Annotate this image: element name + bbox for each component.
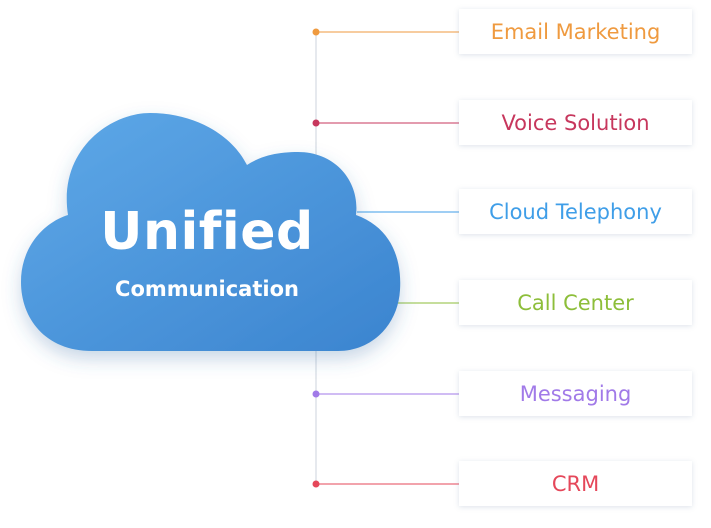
connectors xyxy=(312,28,459,488)
service-call-center-box[interactable]: Call Center xyxy=(459,280,692,325)
service-cloud-telephony-label: Cloud Telephony xyxy=(489,199,662,224)
service-cloud-telephony-box[interactable]: Cloud Telephony xyxy=(459,189,692,234)
cloud-shape xyxy=(21,113,401,351)
connector-dot-voice-solution xyxy=(312,119,320,127)
service-messaging-box[interactable]: Messaging xyxy=(459,371,692,416)
connector-dot-email-marketing xyxy=(312,28,320,36)
cloud-title: Unified xyxy=(100,202,314,262)
service-voice-solution-label: Voice Solution xyxy=(501,110,650,135)
service-crm-label: CRM xyxy=(551,471,600,496)
service-email-marketing-box[interactable]: Email Marketing xyxy=(459,9,692,54)
service-call-center-label: Call Center xyxy=(517,290,634,315)
connector-dot-crm xyxy=(312,480,320,488)
connector-dot-messaging xyxy=(312,390,320,398)
service-email-marketing-label: Email Marketing xyxy=(490,19,661,44)
cloud-subtitle: Communication xyxy=(115,277,299,301)
service-crm-box[interactable]: CRM xyxy=(459,461,692,506)
service-messaging-label: Messaging xyxy=(519,381,632,406)
service-voice-solution-box[interactable]: Voice Solution xyxy=(459,100,692,145)
